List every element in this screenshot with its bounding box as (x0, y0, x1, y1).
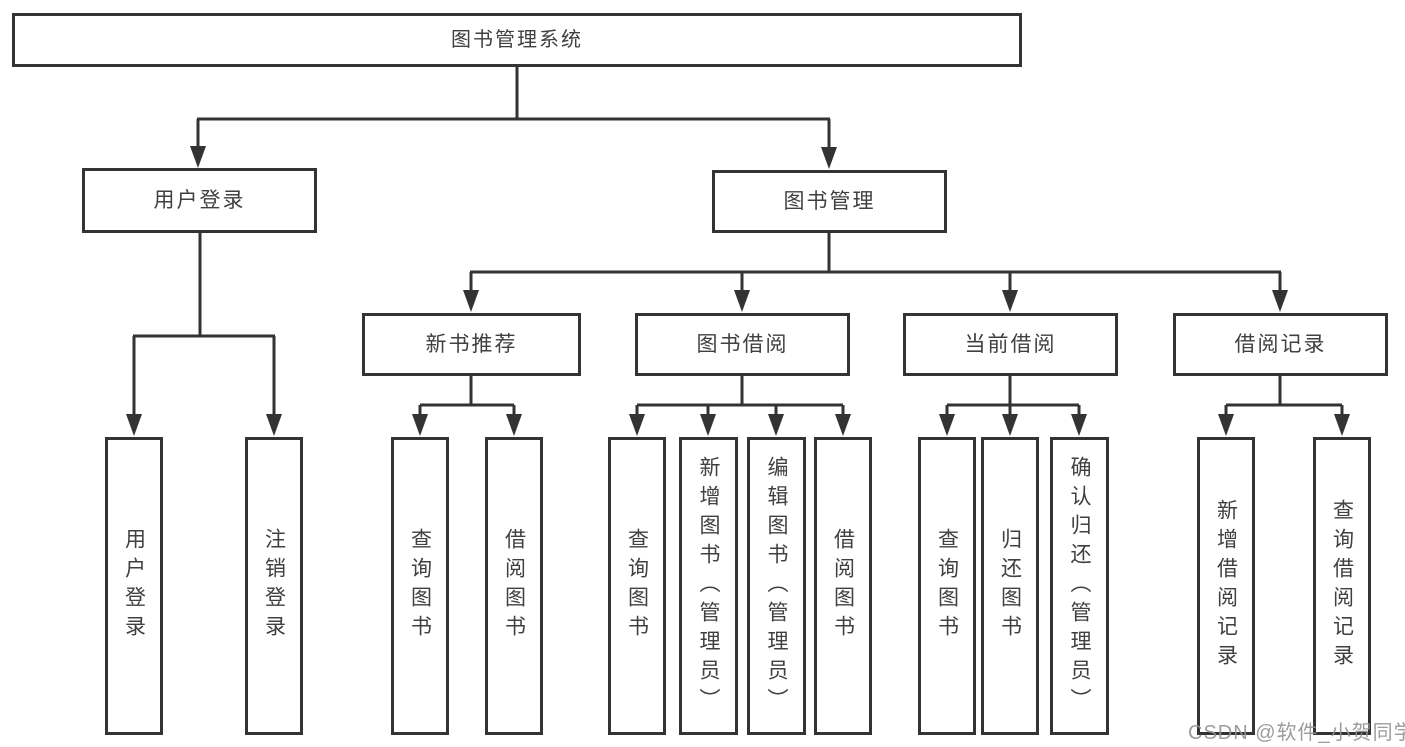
node-label: 查询图书 (408, 528, 432, 644)
leaf-add-books-admin: 新增图书（管理员） (679, 437, 738, 735)
leaf-query-books-1: 查询图书 (391, 437, 449, 735)
leaf-user-login: 用户登录 (105, 437, 163, 735)
node-label: 查询图书 (625, 528, 649, 644)
node-label: 用户登录 (153, 189, 246, 212)
csdn-watermark: CSDN @软件_小贺同学 (1188, 722, 1405, 744)
leaf-query-books-2: 查询图书 (608, 437, 666, 735)
node-label: 当前借阅 (964, 333, 1057, 356)
leaf-query-books-3: 查询图书 (918, 437, 976, 735)
node-library-management-system: 图书管理系统 (12, 13, 1022, 67)
node-label: 新书推荐 (425, 333, 518, 356)
node-current-borrow: 当前借阅 (903, 313, 1118, 376)
leaf-add-borrow-record: 新增借阅记录 (1197, 437, 1255, 735)
node-new-book-recommend: 新书推荐 (362, 313, 581, 376)
node-label: 用户登录 (122, 528, 146, 644)
node-label: 注销登录 (262, 528, 286, 644)
leaf-query-borrow-record: 查询借阅记录 (1313, 437, 1371, 735)
node-book-borrow: 图书借阅 (635, 313, 850, 376)
leaf-borrow-books-2: 借阅图书 (814, 437, 872, 735)
node-label: 借阅图书 (502, 528, 526, 644)
node-label: 借阅图书 (831, 528, 855, 644)
leaf-edit-books-admin: 编辑图书（管理员） (747, 437, 806, 735)
leaf-borrow-books-1: 借阅图书 (485, 437, 543, 735)
leaf-return-books: 归还图书 (981, 437, 1039, 735)
arrowheads (126, 146, 1350, 436)
node-label: 图书管理 (783, 190, 876, 213)
node-label: 查询图书 (935, 528, 959, 644)
node-label: 编辑图书（管理员） (765, 455, 788, 717)
node-label: 新增借阅记录 (1214, 499, 1238, 673)
node-user-login: 用户登录 (82, 168, 317, 233)
node-label: 借阅记录 (1234, 333, 1327, 356)
node-label: 查询借阅记录 (1330, 499, 1354, 673)
leaf-logout: 注销登录 (245, 437, 303, 735)
node-book-management: 图书管理 (712, 170, 947, 233)
node-label: 新增图书（管理员） (697, 455, 720, 717)
node-label: 图书管理系统 (451, 29, 583, 51)
node-borrow-records: 借阅记录 (1173, 313, 1388, 376)
leaf-confirm-return-admin: 确认归还（管理员） (1050, 437, 1109, 735)
node-label: 图书借阅 (696, 333, 789, 356)
node-label: 确认归还（管理员） (1068, 455, 1091, 717)
node-label: 归还图书 (998, 528, 1022, 644)
